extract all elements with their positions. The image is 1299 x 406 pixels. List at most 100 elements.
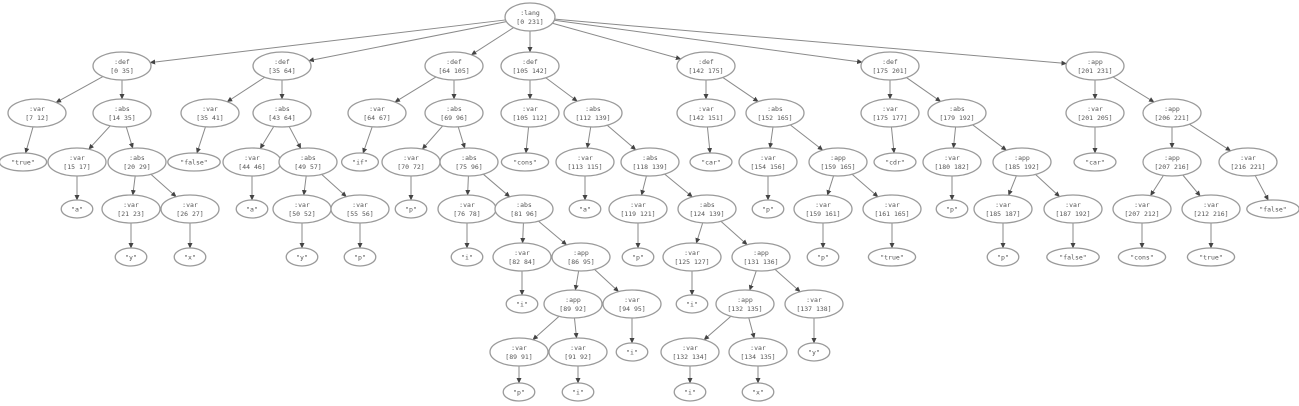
node-kind-label: :var [1065, 201, 1081, 209]
leaf-node: "true" [867, 247, 917, 267]
node-ellipse [285, 247, 319, 267]
leaf-label: "i" [461, 253, 473, 261]
tree-edge [523, 126, 530, 154]
tree-edge [55, 76, 104, 103]
leaf-label: "false" [1059, 253, 1086, 261]
node-kind-label: :var [884, 201, 900, 209]
node-kind-label: :var [29, 105, 45, 113]
node-ellipse [992, 147, 1052, 177]
leaf-node: "i" [505, 294, 539, 314]
tree-node: :var[132 134] [660, 337, 720, 367]
node-ellipse [347, 98, 407, 128]
node-kind-label: :var [511, 344, 527, 352]
tree-node: :app[89 92] [543, 289, 603, 319]
tree-node: :app[159 165] [808, 147, 868, 177]
leaf-node: "y" [285, 247, 319, 267]
node-kind-label: :abs [274, 105, 290, 113]
node-ellipse [500, 51, 560, 81]
tree-node: :var[64 67] [347, 98, 407, 128]
tree-edge [149, 19, 506, 65]
tree-node: :app[201 231] [1065, 51, 1125, 81]
node-ellipse [60, 199, 94, 219]
tree-node: :abs[118 139] [620, 147, 680, 177]
node-range-label: [131 136] [743, 258, 778, 266]
tree-edge [226, 76, 266, 103]
tree-node: :def[35 64] [252, 51, 312, 81]
node-ellipse [806, 247, 840, 267]
node-ellipse [424, 98, 484, 128]
leaf-label: "cons" [1130, 253, 1153, 261]
node-range-label: [206 221] [1154, 114, 1189, 122]
tree-edge [748, 317, 756, 339]
node-ellipse [7, 98, 67, 128]
tree-edge [906, 77, 941, 102]
node-range-label: [112 139] [575, 114, 610, 122]
leaf-label: "true" [1199, 253, 1222, 261]
tree-edge [826, 175, 835, 196]
node-ellipse [340, 152, 380, 172]
tree-node: :def[175 201] [860, 51, 920, 81]
node-kind-label: :abs [516, 201, 532, 209]
node-kind-label: :var [69, 154, 85, 162]
node-range-label: [134 135] [740, 353, 775, 361]
node-kind-label: :abs [585, 105, 601, 113]
tree-edge [722, 77, 759, 102]
tree-node: :abs[124 139] [677, 194, 737, 224]
tree-node: :var[142 151] [676, 98, 736, 128]
node-ellipse [738, 147, 798, 177]
tree-node: :var[15 17] [47, 147, 107, 177]
node-kind-label: :def [274, 58, 290, 66]
tree-edge [554, 18, 1067, 66]
node-ellipse [1246, 199, 1299, 219]
node-range-label: [201 231] [1077, 67, 1112, 75]
node-kind-label: :app [573, 249, 589, 257]
tree-edge [394, 76, 437, 103]
node-ellipse [1112, 194, 1172, 224]
node-ellipse [180, 98, 240, 128]
tree-node: :abs[69 96] [424, 98, 484, 128]
node-range-label: [35 64] [268, 67, 295, 75]
node-range-label: [207 212] [1124, 210, 1159, 218]
tree-node: :def[105 142] [500, 51, 560, 81]
tree-edge [748, 270, 757, 291]
node-kind-label: :var [459, 201, 475, 209]
node-ellipse [235, 199, 269, 219]
node-ellipse [167, 152, 221, 172]
tree-edge [664, 173, 693, 198]
node-kind-label: :var [750, 344, 766, 352]
node-range-label: [137 138] [796, 305, 831, 313]
leaf-label: "cons" [513, 158, 536, 166]
tree-node: :app[132 135] [715, 289, 775, 319]
tree-node: :var[89 91] [489, 337, 549, 367]
node-ellipse [173, 247, 207, 267]
node-ellipse [935, 199, 969, 219]
node-range-label: [89 92] [559, 305, 586, 313]
node-ellipse [504, 2, 556, 32]
leaf-label: "true" [11, 158, 34, 166]
node-kind-label: :app [1164, 105, 1180, 113]
node-kind-label: :var [403, 154, 419, 162]
node-ellipse [676, 51, 736, 81]
tree-node: :var[82 84] [492, 242, 552, 272]
node-range-label: [161 165] [874, 210, 909, 218]
tree-edge [470, 27, 514, 56]
tree-node: :abs[14 35] [92, 98, 152, 128]
tree-edge [482, 173, 511, 198]
node-ellipse [500, 152, 550, 172]
node-kind-label: :app [737, 296, 753, 304]
tree-edge [768, 126, 774, 149]
tree-edge [1112, 76, 1155, 103]
node-ellipse [330, 194, 390, 224]
node-kind-label: :var [352, 201, 368, 209]
node-kind-label: :app [753, 249, 769, 257]
node-range-label: [142 151] [688, 114, 723, 122]
node-range-label: [142 175] [688, 67, 723, 75]
node-ellipse [278, 147, 338, 177]
node-ellipse [563, 98, 623, 128]
node-kind-label: :var [995, 201, 1011, 209]
node-ellipse [47, 147, 107, 177]
node-range-label: [86 95] [567, 258, 594, 266]
leaf-label: "cdr" [885, 158, 905, 166]
node-range-label: [89 91] [505, 353, 532, 361]
leaf-node: "a" [60, 199, 94, 219]
